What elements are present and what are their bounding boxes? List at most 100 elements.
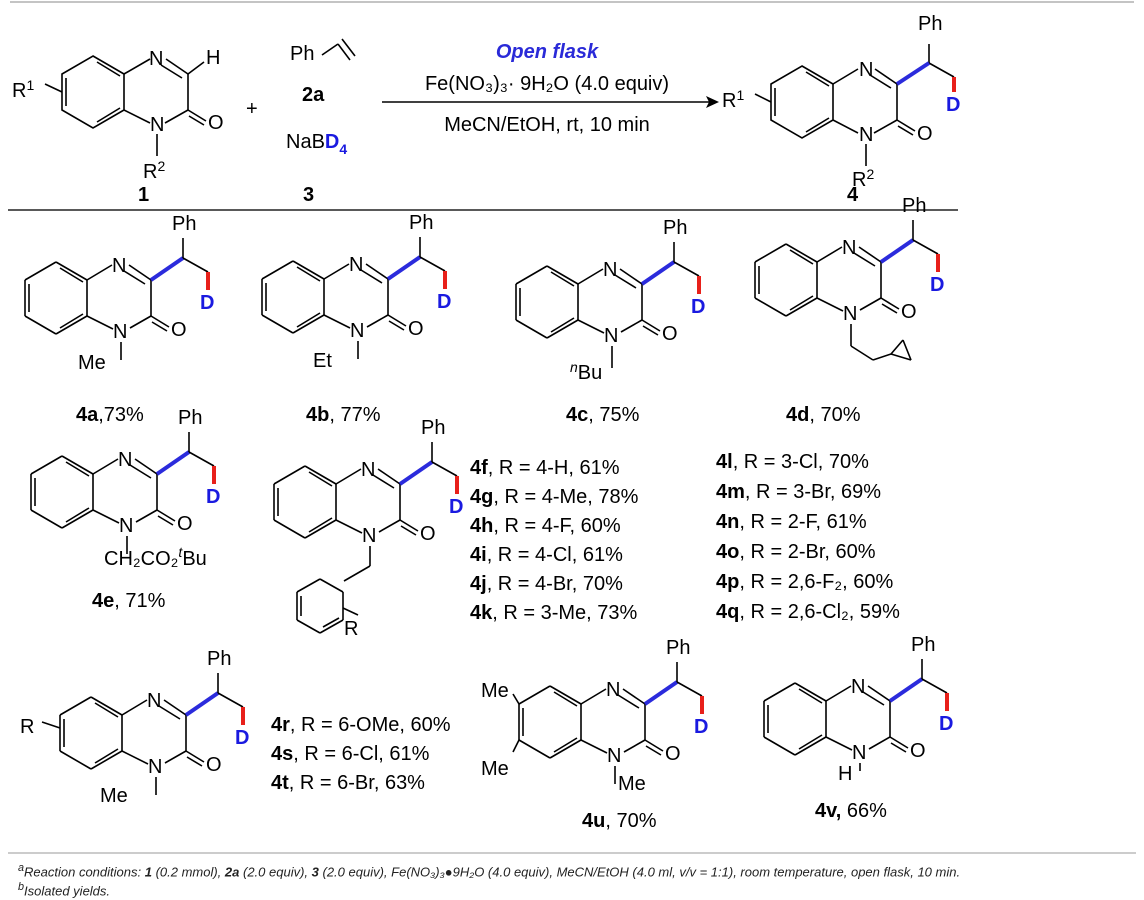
phenyl-label: Ph: [911, 634, 935, 656]
footnote-a-1-text: (0.2 mmol),: [151, 864, 225, 880]
bond: [157, 515, 174, 526]
ring-N4-label: N: [362, 525, 376, 547]
bond: [335, 468, 362, 485]
compound-4a-caption: 4a,73%: [76, 404, 144, 426]
bond: [641, 319, 661, 332]
bond: [319, 619, 344, 634]
bond: [763, 736, 796, 756]
bond: [123, 270, 146, 285]
bond: [150, 315, 170, 328]
bond: [617, 694, 640, 709]
bond: [155, 450, 191, 476]
carbonyl-O-label: O: [910, 740, 926, 762]
bond: [129, 464, 152, 479]
bond: [868, 736, 891, 750]
product-4-O: O: [917, 123, 933, 145]
bond: [24, 315, 57, 335]
compound-1-N1: N: [149, 48, 163, 70]
bond: [261, 260, 294, 280]
bond: [164, 750, 187, 764]
compound-4a-nsub: Me: [78, 352, 106, 374]
bond: [580, 739, 608, 754]
bond: [360, 269, 383, 284]
phenyl-label: Ph: [172, 213, 196, 235]
bond: [890, 742, 907, 753]
footnote-a: aReaction conditions: 1 (0.2 mmol), 2a (…: [18, 862, 960, 879]
compound-4u-nsub: Me: [618, 773, 646, 795]
plus-sign: +: [246, 98, 258, 120]
phenyl-label: Ph: [902, 195, 926, 217]
list-item: 4r, R = 6-OMe, 60%: [271, 714, 451, 736]
bond: [292, 260, 325, 280]
deuterium-label: D: [691, 296, 705, 318]
phenyl-label: Ph: [666, 637, 690, 659]
bond: [322, 617, 340, 628]
ring-N1-label: N: [842, 237, 856, 259]
bond: [343, 565, 371, 582]
compound-4u-caption: 4u, 70%: [582, 810, 657, 832]
bond: [273, 465, 306, 485]
list-item: 4l, R = 3-Cl, 70%: [716, 451, 869, 473]
bond: [377, 468, 401, 485]
deuterium-label: D: [939, 713, 953, 735]
ring-N1-label: N: [603, 259, 617, 281]
bond: [553, 737, 578, 753]
bond: [151, 321, 168, 332]
bond: [549, 685, 582, 705]
bond: [754, 243, 787, 263]
product-4-R1: R1: [722, 87, 744, 112]
bond: [184, 691, 220, 717]
compound-4c-caption: 4c, 75%: [566, 404, 640, 426]
bond: [129, 315, 152, 329]
bond: [366, 314, 389, 328]
bond: [614, 274, 637, 289]
bond: [515, 265, 548, 285]
footnote-b: bIsolated yields.: [18, 881, 110, 898]
bond: [785, 297, 818, 317]
bond: [825, 685, 852, 702]
bond: [794, 682, 827, 702]
benzyl-ring-R: R: [344, 618, 358, 640]
bond: [518, 739, 551, 759]
bond: [94, 702, 119, 718]
compound-1-O: O: [208, 112, 224, 134]
phenyl-label: Ph: [409, 212, 433, 234]
bond: [794, 736, 827, 756]
bond: [163, 699, 187, 716]
footnote-b-mark: b: [18, 881, 25, 893]
bond: [400, 525, 417, 536]
carbonyl-O-label: O: [901, 301, 917, 323]
bond: [65, 507, 90, 523]
bond: [553, 691, 578, 707]
ring-N4-label: N: [604, 325, 618, 347]
styrene-Ph: Ph: [290, 43, 314, 65]
bond: [387, 314, 407, 327]
bond: [859, 297, 882, 311]
ring-N4-label: N: [113, 321, 127, 343]
bond: [816, 246, 843, 263]
bond: [273, 519, 306, 539]
bond: [816, 297, 844, 312]
bond: [512, 693, 520, 705]
bond: [86, 315, 114, 330]
footnote-a-1: 1: [144, 864, 152, 880]
bond: [308, 517, 333, 533]
deuterium-label: D: [449, 496, 463, 518]
bond: [55, 261, 88, 281]
carbonyl-O-label: O: [206, 754, 222, 776]
list-item: 4g, R = 4-Me, 78%: [470, 486, 639, 508]
bond: [642, 325, 659, 336]
bond: [862, 691, 885, 706]
compound-1-N4: N: [150, 114, 164, 136]
carbonyl-O-label: O: [662, 323, 678, 345]
bond: [881, 303, 898, 314]
bond: [128, 264, 152, 281]
list-item: 4t, R = 6-Br, 63%: [271, 772, 425, 794]
bond: [92, 458, 119, 475]
bond: [902, 339, 912, 361]
bond: [92, 509, 120, 524]
